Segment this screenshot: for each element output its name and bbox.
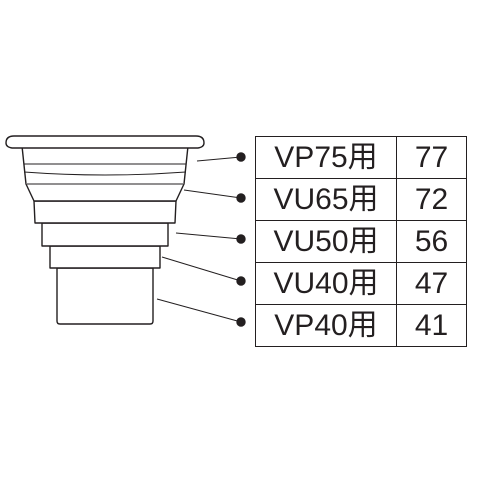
leader-dot-vp40 bbox=[236, 317, 246, 327]
pipe-size-value: 41 bbox=[396, 304, 467, 347]
pipe-size-value: 72 bbox=[396, 178, 467, 221]
leader-dot-vu40 bbox=[236, 276, 246, 286]
table-row: VU50用 56 bbox=[255, 220, 467, 263]
adapter-flange bbox=[5, 135, 205, 149]
table-row: VP75用 77 bbox=[255, 136, 467, 179]
pipe-size-value: 56 bbox=[396, 220, 467, 263]
leader-line-vu50 bbox=[175, 232, 242, 240]
pipe-size-label: VP40用 bbox=[255, 304, 397, 347]
adapter-step-vp40 bbox=[56, 267, 154, 325]
table-row: VU65用 72 bbox=[255, 178, 467, 221]
leader-line-vu40 bbox=[161, 256, 242, 282]
pipe-size-label: VU50用 bbox=[255, 220, 397, 263]
pipe-size-label: VP75用 bbox=[255, 136, 397, 179]
pipe-size-label: VU40用 bbox=[255, 262, 397, 305]
table-row: VU40用 47 bbox=[255, 262, 467, 305]
bowl-inner-line bbox=[23, 171, 187, 176]
leader-line-vu65 bbox=[183, 189, 242, 199]
adapter-step-vu65 bbox=[33, 200, 177, 224]
table-row: VP40用 41 bbox=[255, 304, 467, 347]
pipe-size-value: 77 bbox=[396, 136, 467, 179]
pipe-size-value: 47 bbox=[396, 262, 467, 305]
adapter-step-vu40 bbox=[49, 245, 161, 269]
size-table: VP75用 77 VU65用 72 VU50用 56 VU40用 47 VP40… bbox=[255, 136, 467, 347]
leader-dot-vu50 bbox=[236, 234, 246, 244]
leader-line-vp75 bbox=[196, 156, 242, 162]
leader-line-vp40 bbox=[156, 298, 242, 323]
pipe-size-label: VU65用 bbox=[255, 178, 397, 221]
leader-dot-vu65 bbox=[236, 193, 246, 203]
leader-dot-vp75 bbox=[236, 152, 246, 162]
adapter-step-vu50 bbox=[41, 222, 169, 247]
